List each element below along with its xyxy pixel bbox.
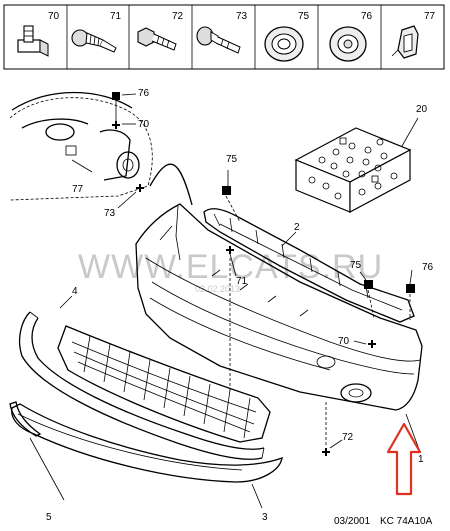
washer-ring-icon — [264, 26, 304, 62]
callout-77: 77 — [72, 184, 84, 195]
cross-marker-icon — [112, 121, 120, 129]
callout-70: 70 — [138, 119, 150, 130]
square-marker-icon — [112, 92, 120, 100]
cross-marker-icon — [136, 184, 144, 192]
clip-icon — [391, 25, 419, 59]
callout-76: 76 — [138, 88, 150, 99]
callout-5: 5 — [46, 512, 52, 523]
bumper-lower-lip — [18, 311, 265, 460]
callout-71: 71 — [236, 276, 248, 287]
cross-marker-icon — [368, 340, 376, 348]
callout-72: 72 — [342, 432, 354, 443]
callout-75: 75 — [226, 154, 238, 165]
direction-arrow-icon — [386, 422, 422, 496]
callout-2: 2 — [294, 222, 300, 233]
square-marker-icon — [406, 284, 415, 293]
nut-bolt-icon — [17, 25, 49, 57]
header-label-73: 73 — [236, 11, 248, 22]
hex-bolt-icon — [137, 27, 177, 51]
header-label-70: 70 — [48, 11, 60, 22]
seal-strip — [9, 401, 42, 437]
square-marker-icon — [222, 186, 231, 195]
callout-20: 20 — [416, 104, 428, 115]
header-label-76: 76 — [361, 11, 373, 22]
header-label-71: 71 — [110, 11, 122, 22]
fastener-kit-box — [294, 127, 412, 213]
footer-date: 03/2001 — [334, 516, 371, 527]
footer-code: KC 74A10A — [380, 516, 433, 527]
front-bumper-shell — [135, 203, 423, 411]
grommet-icon — [329, 26, 367, 62]
cross-marker-icon — [226, 246, 234, 254]
cross-marker-icon — [322, 448, 330, 456]
vehicle-front-detail — [9, 91, 193, 206]
callout-4: 4 — [72, 286, 78, 297]
impact-absorber-beam — [203, 208, 415, 323]
lower-blade — [11, 403, 283, 483]
callout-1: 1 — [418, 454, 424, 465]
header-label-77: 77 — [424, 11, 436, 22]
lower-grille — [57, 325, 271, 443]
header-label-75: 75 — [298, 11, 310, 22]
callout-75: 75 — [350, 260, 362, 271]
flange-bolt-icon — [196, 26, 241, 54]
callout-70: 70 — [338, 336, 350, 347]
callout-76: 76 — [422, 262, 434, 273]
callout-3: 3 — [262, 512, 268, 523]
flange-screw-icon — [71, 29, 117, 53]
fastener-header: 70 71 72 73 75 76 77 — [3, 4, 445, 70]
square-marker-icon — [364, 280, 373, 289]
watermark-date: 02.02.2013 — [195, 284, 240, 294]
callout-73: 73 — [104, 208, 116, 219]
header-label-72: 72 — [172, 11, 184, 22]
